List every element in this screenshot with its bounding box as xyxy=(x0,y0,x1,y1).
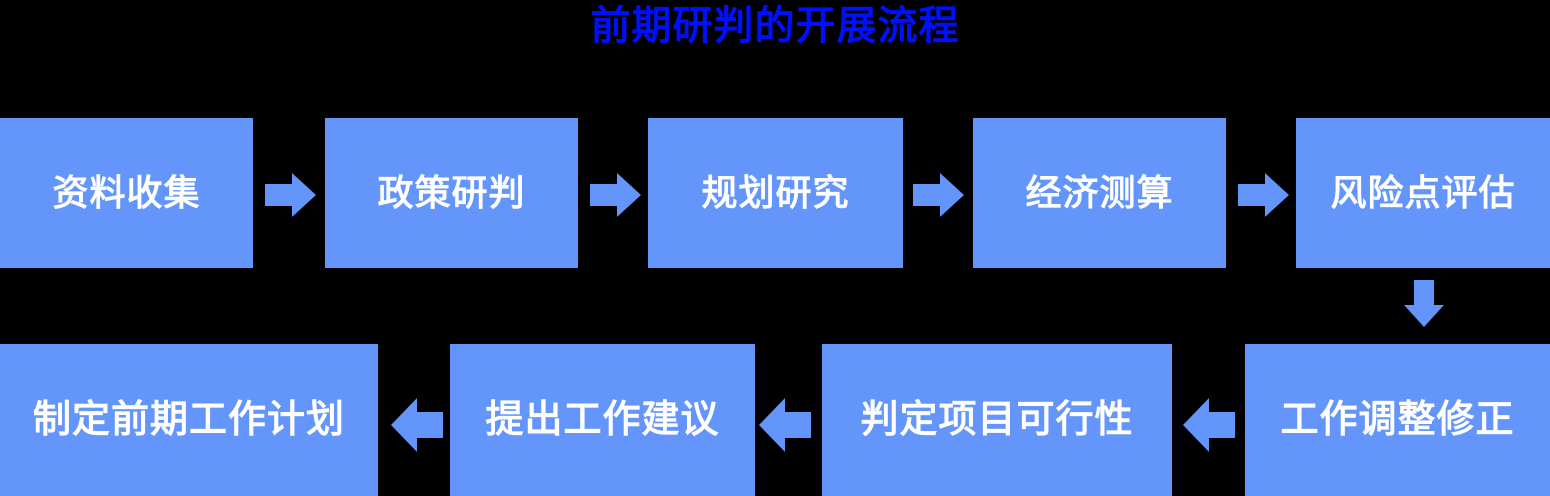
arrow-right-icon xyxy=(913,173,964,217)
flow-node-tichugongzuojianyi[interactable]: 提出工作建议 xyxy=(450,344,755,496)
flow-node-ziliaoshouji[interactable]: 资料收集 xyxy=(0,118,253,268)
flow-node-jingjiceshuan[interactable]: 经济测算 xyxy=(973,118,1226,268)
flow-node-label: 制定前期工作计划 xyxy=(32,399,345,441)
flow-node-fengxiandianpinggu[interactable]: 风险点评估 xyxy=(1296,118,1550,268)
arrow-head xyxy=(292,173,316,217)
arrow-shaft xyxy=(1414,280,1434,306)
flow-node-guihuayanjiu[interactable]: 规划研究 xyxy=(648,118,903,268)
arrow-shaft xyxy=(1238,184,1266,206)
flow-node-label: 判定项目可行性 xyxy=(860,399,1134,441)
arrow-left-icon xyxy=(391,398,443,452)
arrow-shaft xyxy=(590,184,618,206)
arrow-head xyxy=(617,173,641,217)
flow-node-zhidingqianqigongzuojihua[interactable]: 制定前期工作计划 xyxy=(0,344,378,496)
arrow-head xyxy=(1265,173,1289,217)
page-title: 前期研判的开展流程 xyxy=(590,4,960,48)
flow-node-label: 提出工作建议 xyxy=(485,399,720,441)
arrow-shaft xyxy=(913,184,941,206)
flow-node-label: 风险点评估 xyxy=(1330,172,1516,213)
arrow-left-icon xyxy=(1183,398,1235,452)
flow-node-label: 规划研究 xyxy=(701,172,850,213)
flow-node-zhengceyanpan[interactable]: 政策研判 xyxy=(325,118,578,268)
flow-node-label: 资料收集 xyxy=(52,172,201,213)
flow-node-label: 政策研判 xyxy=(377,172,526,213)
arrow-down-icon xyxy=(1404,280,1444,327)
arrow-head xyxy=(940,173,964,217)
arrow-shaft xyxy=(417,412,443,438)
flow-node-panding-xiangmukexingxing[interactable]: 判定项目可行性 xyxy=(822,344,1172,496)
arrow-right-icon xyxy=(590,173,641,217)
arrow-right-icon xyxy=(1238,173,1289,217)
flow-node-gongzuotiaozhengxiuzheng[interactable]: 工作调整修正 xyxy=(1245,344,1550,496)
arrow-left-icon xyxy=(759,398,811,452)
arrow-head xyxy=(759,398,785,452)
arrow-shaft xyxy=(785,412,811,438)
arrow-shaft xyxy=(265,184,293,206)
arrow-head xyxy=(1404,305,1444,327)
arrow-head xyxy=(391,398,417,452)
flow-node-label: 经济测算 xyxy=(1025,172,1174,213)
arrow-right-icon xyxy=(265,173,316,217)
arrow-head xyxy=(1183,398,1209,452)
flow-node-label: 工作调整修正 xyxy=(1280,399,1515,441)
arrow-shaft xyxy=(1209,412,1235,438)
